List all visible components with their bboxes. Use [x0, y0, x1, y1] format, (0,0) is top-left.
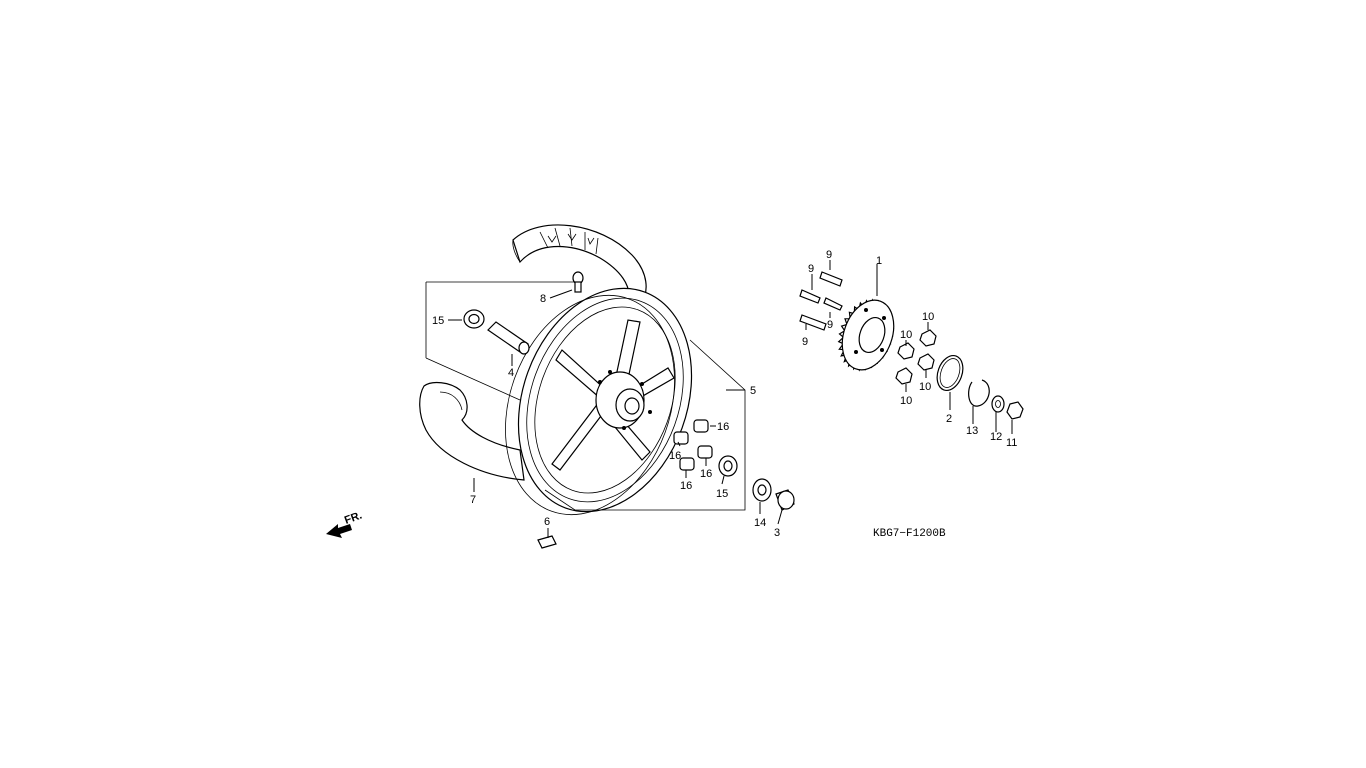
callout-3: 3 — [774, 527, 780, 539]
bearing-collar — [752, 478, 795, 511]
exploded-frame-lines — [425, 281, 746, 511]
callout-15b: 15 — [716, 488, 728, 500]
valve-illustration — [572, 271, 584, 293]
stud-bolts — [799, 271, 843, 331]
callout-10a: 10 — [922, 311, 934, 323]
direction-label: FR. — [343, 509, 364, 526]
rim-band-illustration — [419, 381, 525, 481]
front-direction-arrow: FR. — [326, 509, 364, 538]
sprocket-illustration — [837, 298, 895, 372]
bearing-left — [463, 309, 485, 329]
callout-6: 6 — [544, 516, 550, 528]
callout-15a: 15 — [432, 315, 444, 327]
callout-9b: 9 — [808, 263, 814, 275]
callout-8: 8 — [540, 293, 546, 305]
callout-9c: 9 — [827, 319, 833, 331]
wheel-illustration — [505, 287, 693, 516]
callout-16a: 16 — [717, 421, 729, 433]
callout-16d: 16 — [680, 480, 692, 492]
callout-14: 14 — [754, 517, 766, 529]
hub-hardware — [936, 354, 1024, 420]
callout-4: 4 — [508, 367, 514, 379]
bearing-right — [718, 455, 738, 477]
callout-9a: 9 — [826, 249, 832, 261]
callout-10d: 10 — [900, 395, 912, 407]
leader-lines — [448, 260, 1013, 538]
callout-5: 5 — [750, 385, 756, 397]
diagram-code: KBG7−F1200B — [873, 528, 946, 540]
callout-9d: 9 — [802, 336, 808, 348]
balance-weight — [537, 535, 557, 549]
callout-13: 13 — [966, 425, 978, 437]
sprocket-nuts — [895, 329, 937, 385]
callout-10c: 10 — [919, 381, 931, 393]
callout-16c: 16 — [700, 468, 712, 480]
callout-2: 2 — [946, 413, 952, 425]
callout-16b: 16 — [669, 450, 681, 462]
dampers — [673, 419, 713, 471]
axle-spacer — [487, 321, 530, 355]
callout-1: 1 — [876, 255, 882, 267]
callout-12: 12 — [990, 431, 1002, 443]
callout-7: 7 — [470, 494, 476, 506]
callout-labels: 1 2 3 4 5 6 7 8 9 9 9 9 10 10 10 10 11 1… — [432, 249, 1017, 539]
callout-10b: 10 — [900, 329, 912, 341]
callout-11: 11 — [1006, 437, 1017, 449]
